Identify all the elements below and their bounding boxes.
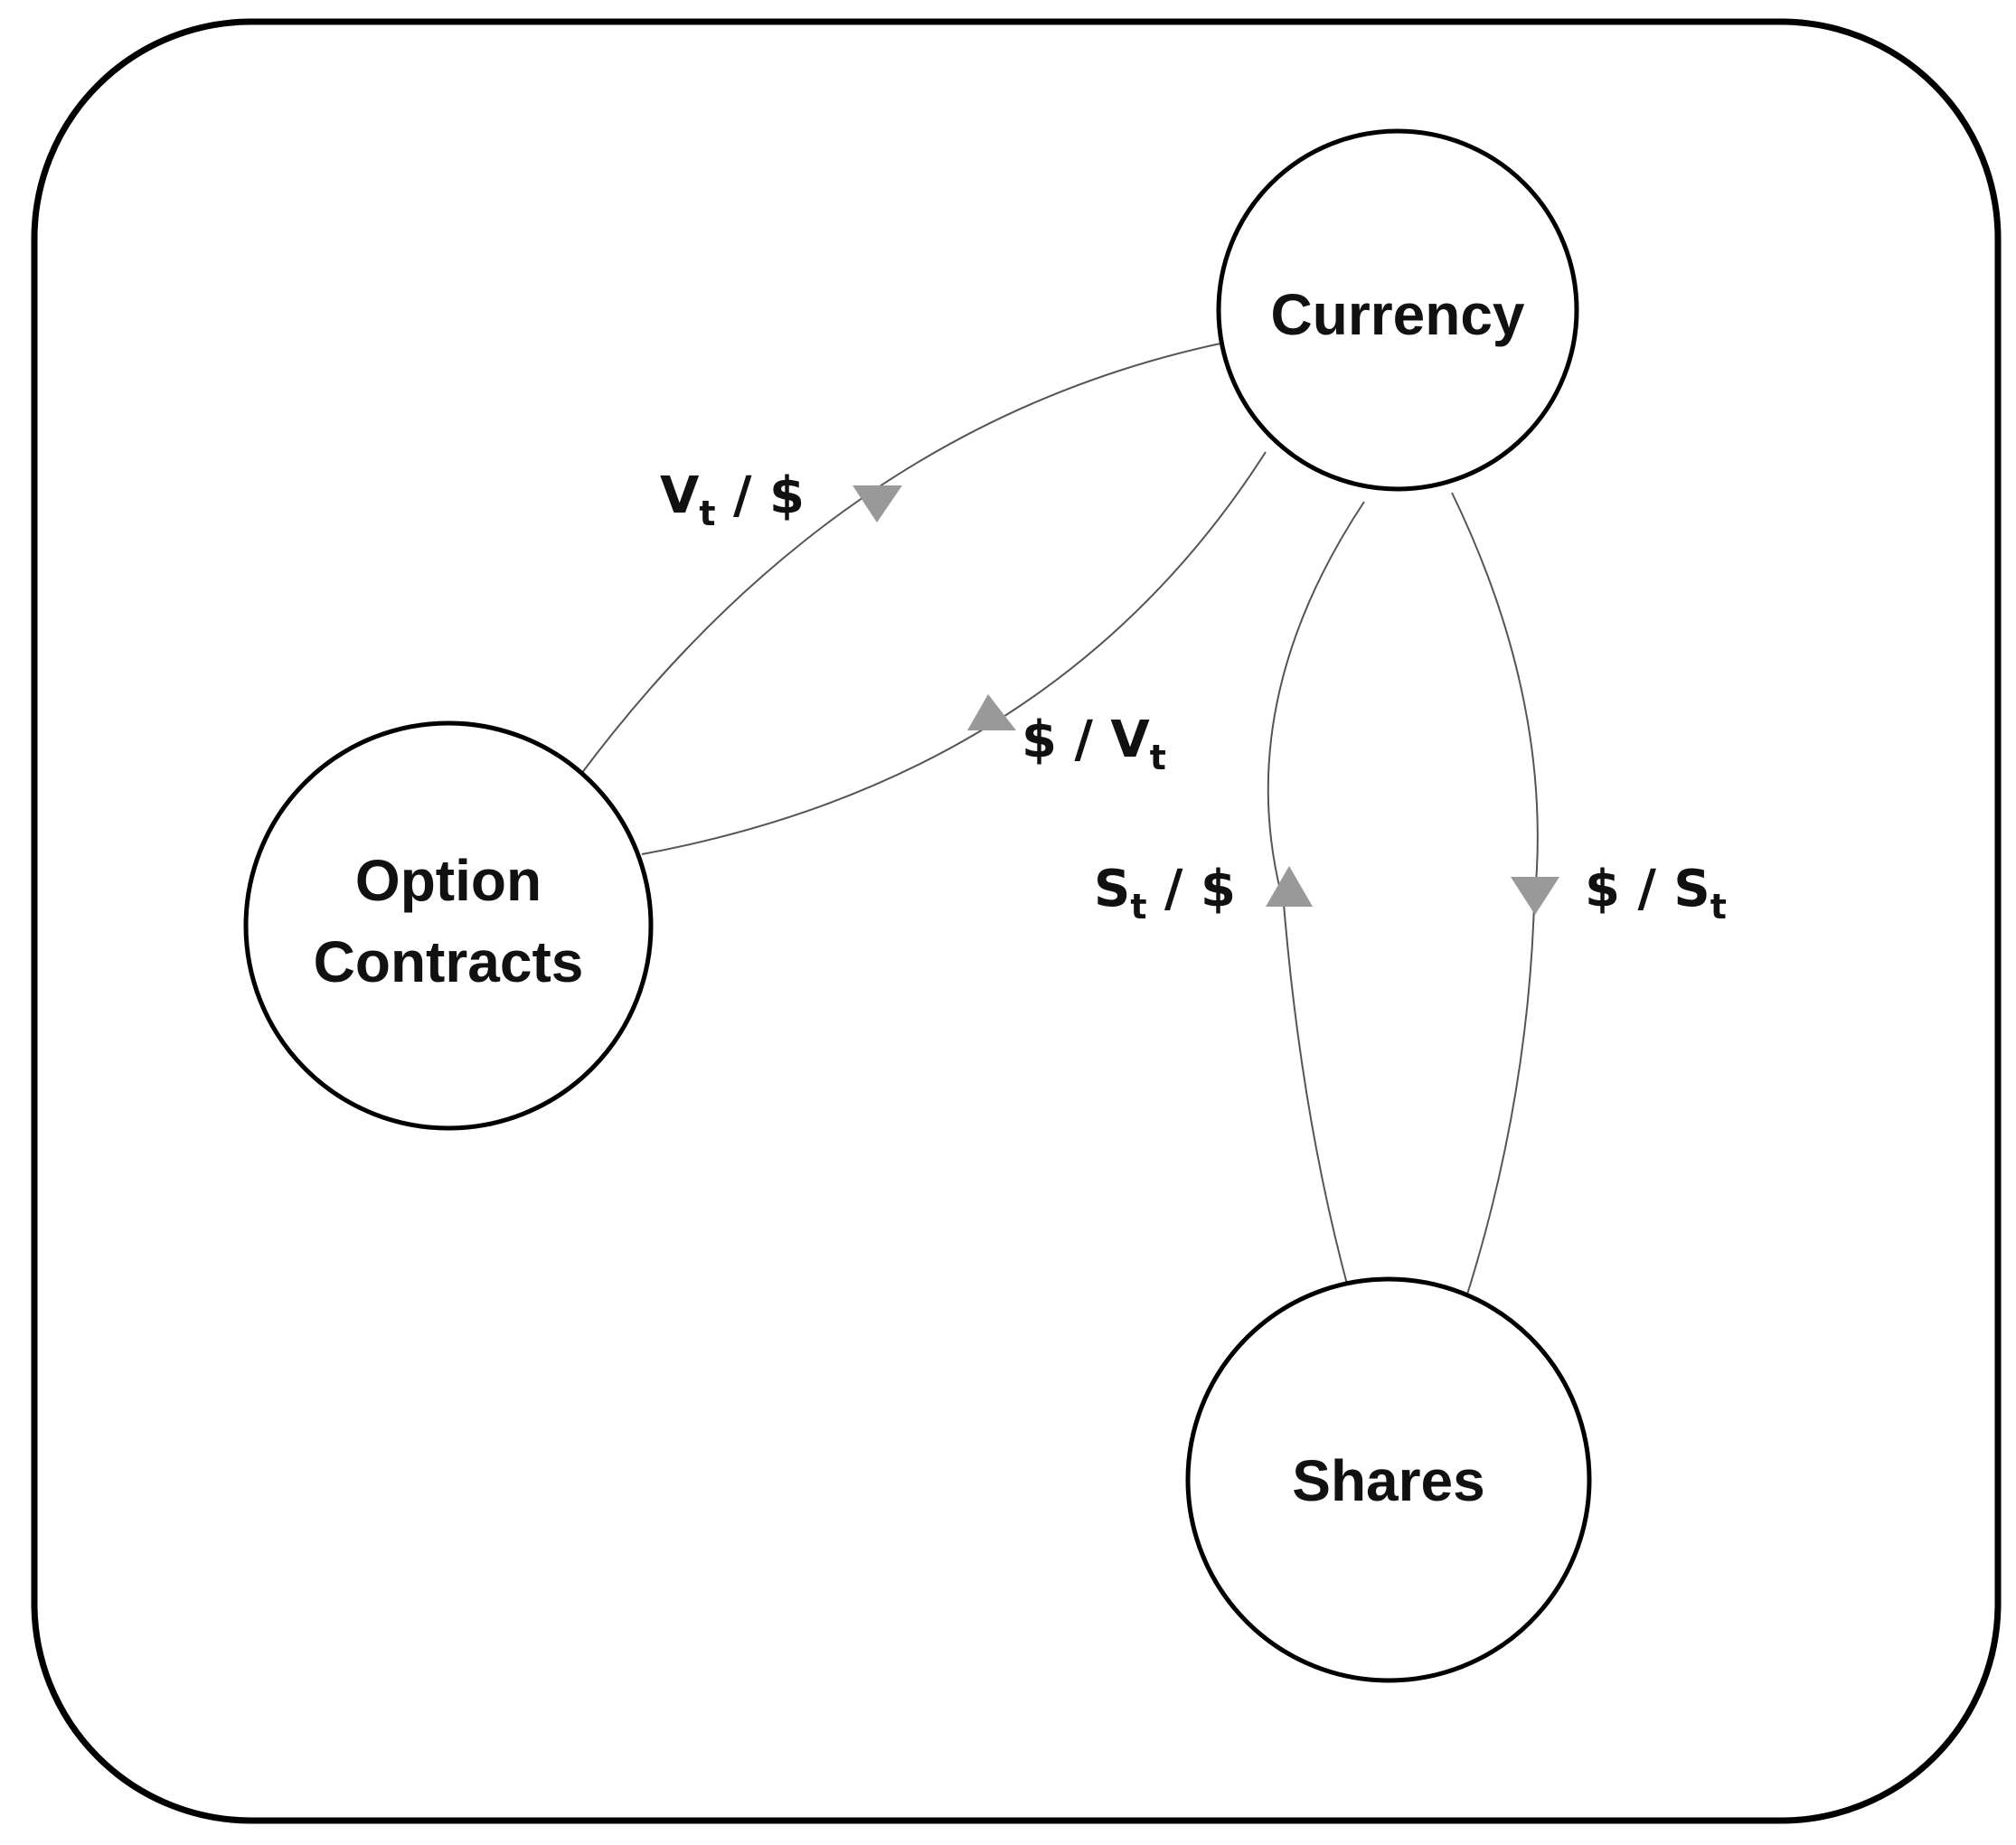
edge-label-dollar-per-st: $ / St bbox=[1585, 860, 1727, 927]
edge-label-vt-per-dollar: Vt / $ bbox=[660, 466, 805, 533]
edge-label-dst-sub: t bbox=[1710, 887, 1727, 927]
node-shares[interactable]: Shares bbox=[1185, 1276, 1592, 1683]
edge-options-currency-lower bbox=[641, 451, 1267, 855]
edge-label-st-sub: t bbox=[1130, 887, 1146, 927]
edge-label-vt-base: V bbox=[660, 466, 700, 525]
node-currency-label: Currency bbox=[1271, 282, 1525, 347]
edge-label-st-base: S bbox=[1094, 860, 1130, 918]
edge-label-dvt-lead: $ / V bbox=[1022, 711, 1150, 769]
edge-label-vt-sub: t bbox=[699, 494, 715, 533]
diagram-frame bbox=[31, 18, 2002, 1824]
arrow-up-currency-icon bbox=[967, 694, 1016, 730]
node-shares-circle bbox=[1185, 1276, 1592, 1683]
node-option-contracts[interactable]: Option Contracts bbox=[243, 720, 654, 1131]
arrow-down-shares-icon bbox=[1511, 877, 1559, 915]
node-shares-label: Shares bbox=[1292, 1448, 1484, 1513]
edge-label-dollar-per-vt: $ / Vt bbox=[1022, 711, 1166, 777]
edge-label-st-rest: / $ bbox=[1147, 860, 1236, 918]
edge-label-dst-lead: $ / S bbox=[1585, 860, 1710, 918]
edge-label-st-per-dollar: St / $ bbox=[1094, 860, 1236, 927]
arrow-down-options-icon bbox=[853, 485, 902, 522]
node-option-contracts-label-line1: Option bbox=[355, 848, 542, 913]
node-option-contracts-circle bbox=[243, 720, 654, 1131]
edge-label-vt-rest: / $ bbox=[716, 466, 805, 525]
node-currency[interactable]: Currency bbox=[1216, 128, 1579, 492]
edge-label-dvt-sub: t bbox=[1150, 738, 1166, 777]
arrow-up-currency-right-icon bbox=[1266, 866, 1313, 907]
node-option-contracts-label-line2: Contracts bbox=[314, 929, 584, 994]
node-currency-circle bbox=[1216, 128, 1579, 492]
